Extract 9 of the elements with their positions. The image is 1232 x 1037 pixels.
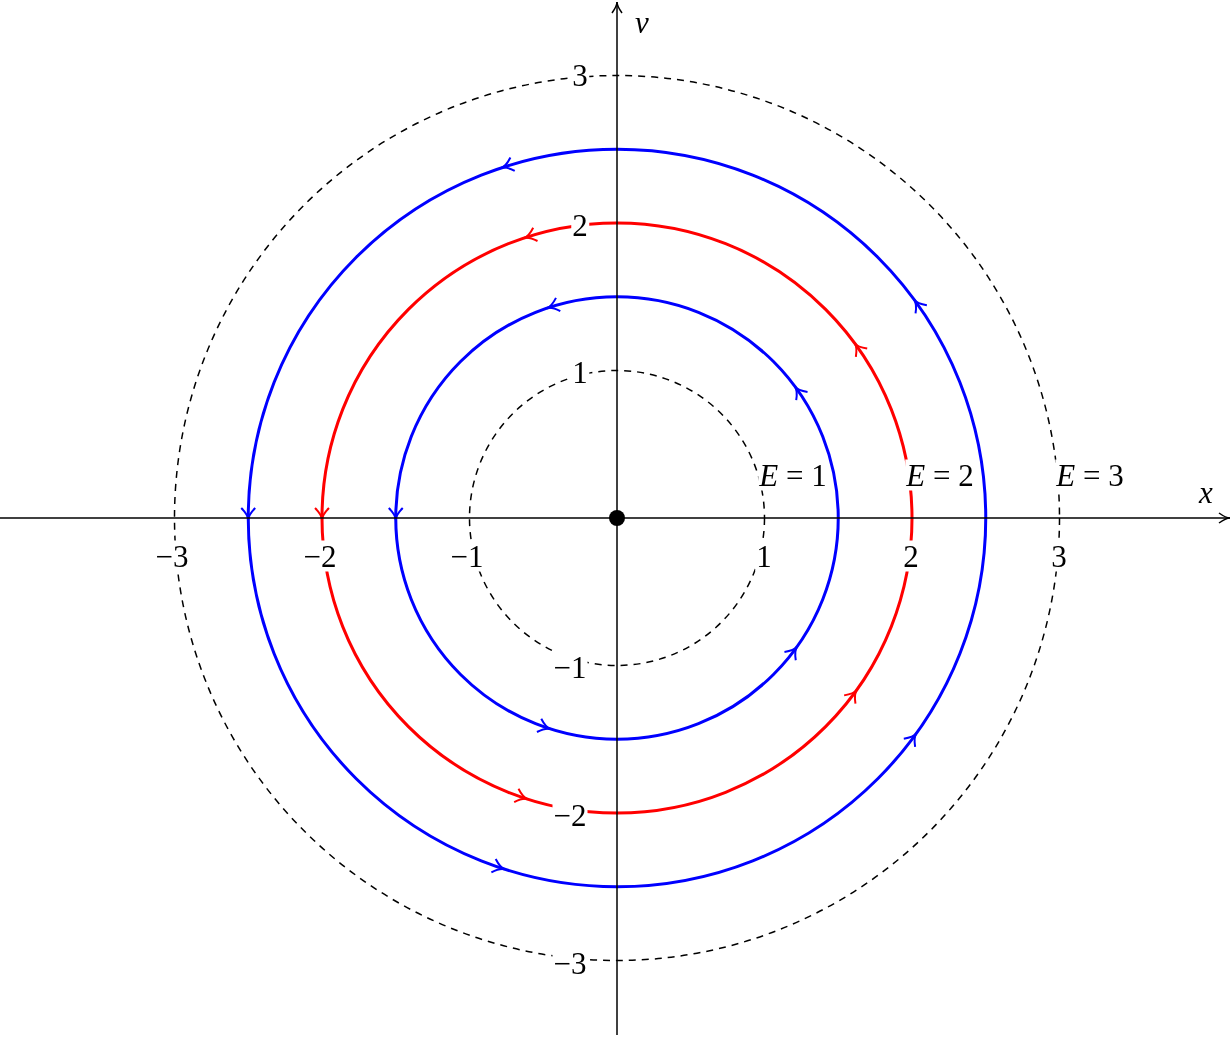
axis-label: v [634,6,650,38]
tick-label: −2 [302,540,338,572]
tick-label: −3 [154,540,190,572]
axis-label: x [1198,476,1214,508]
energy-label: E = 3 [1055,459,1125,491]
tick-label: 1 [755,540,773,572]
tick-label: 3 [1050,540,1068,572]
energy-label: E = 2 [905,459,975,491]
tick-label: 2 [902,540,920,572]
